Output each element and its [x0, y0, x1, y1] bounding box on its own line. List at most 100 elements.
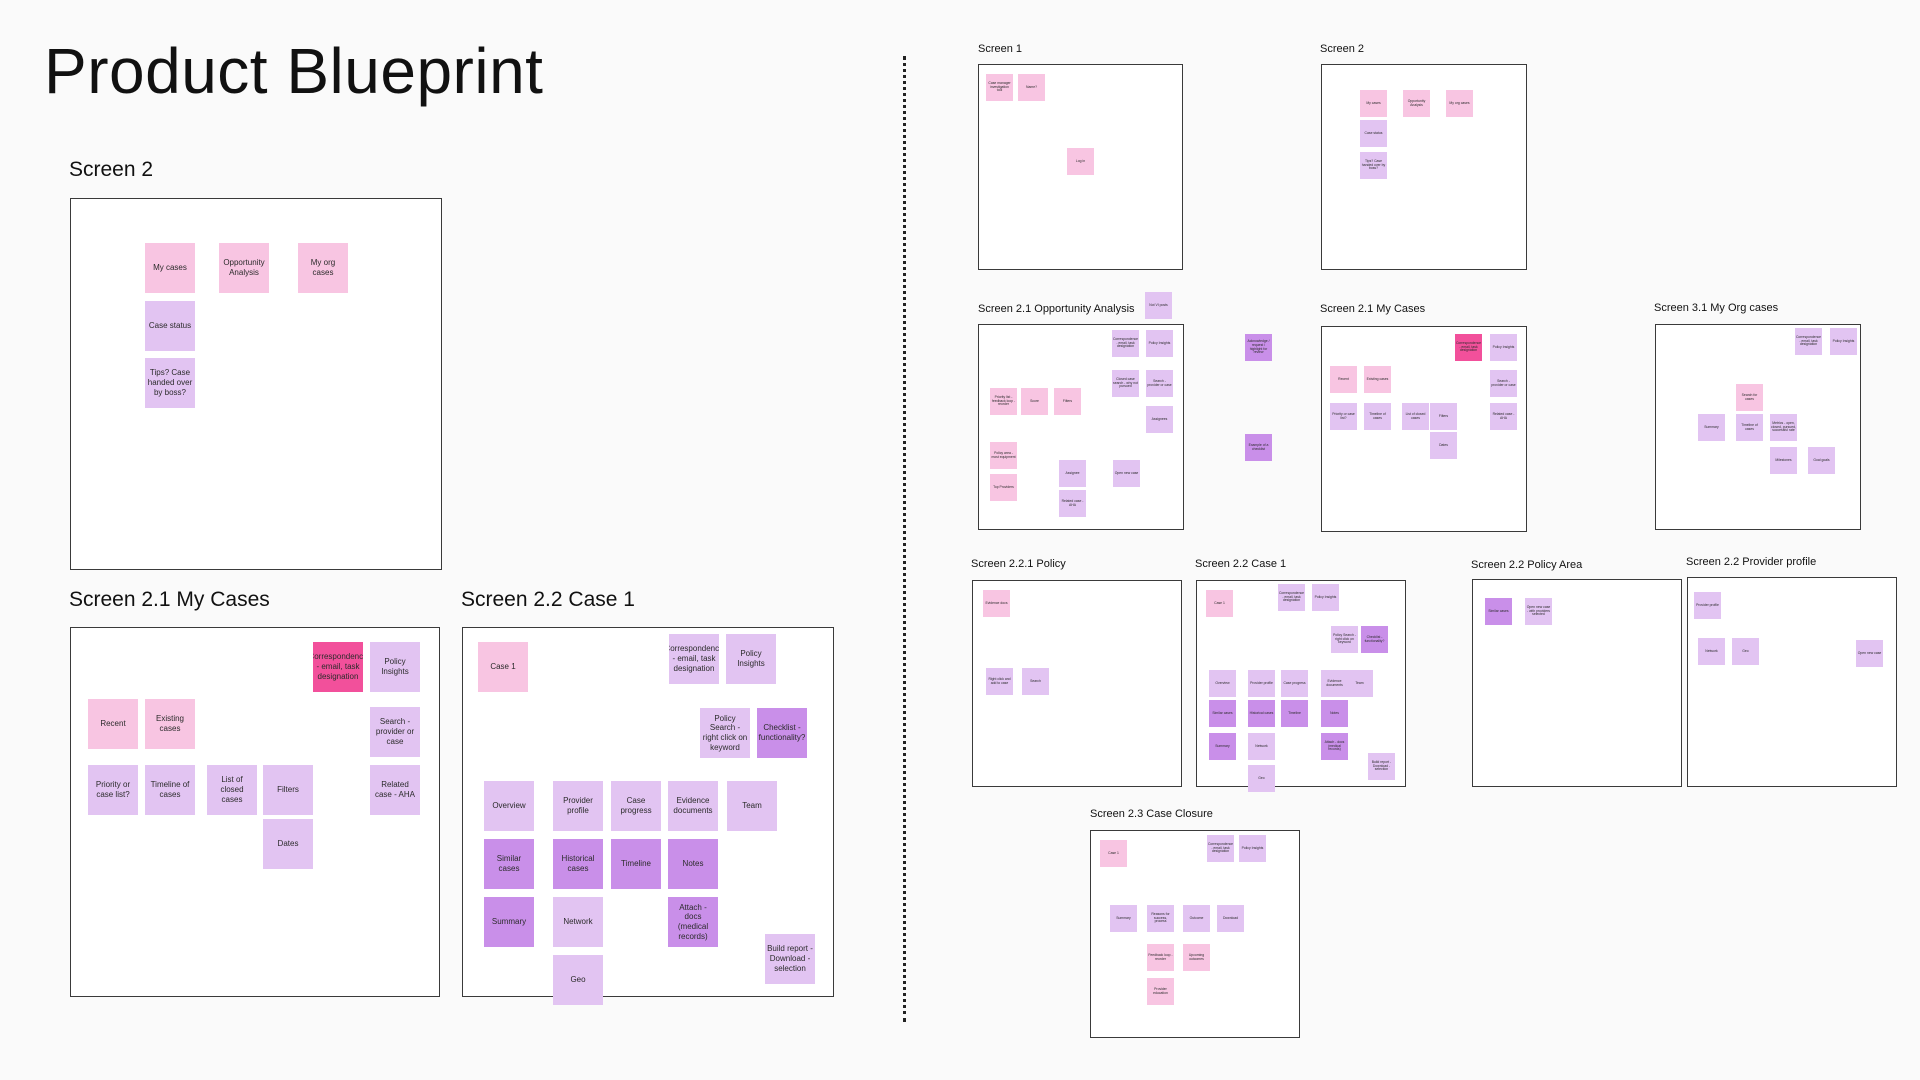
sticky-note-tips-case-handed-over-by-boss[interactable]: Tips? Case handed over by boss? [1360, 152, 1387, 179]
sticky-note-similar-cases[interactable]: Similar cases [484, 839, 534, 889]
sticky-note-correspondence-email-task-designation[interactable]: Correspondence - email, task designation [313, 642, 363, 692]
sticky-note-recent[interactable]: Recent [88, 699, 138, 749]
sticky-note-upcoming-outcomes[interactable]: Upcoming outcomes [1183, 944, 1210, 971]
sticky-note-download[interactable]: Download [1217, 905, 1244, 932]
sticky-note-case-progress[interactable]: Case progress [611, 781, 661, 831]
board-frame-screen-2-2-provider-profile[interactable] [1687, 577, 1897, 787]
sticky-note-network[interactable]: Network [553, 897, 603, 947]
sticky-note-correspondence-email-task-designation[interactable]: Correspondence - email, task designation [1112, 330, 1139, 357]
sticky-note-summary[interactable]: Summary [1209, 733, 1236, 760]
sticky-note-open-new-case-with-providers-selected[interactable]: Open new case - with providers selected [1525, 598, 1552, 625]
sticky-note-similar-cases[interactable]: Similar cases [1209, 700, 1236, 727]
sticky-note-search-provider-or-case[interactable]: Search - provider or case [1146, 370, 1173, 397]
sticky-note-list-of-closed-cases[interactable]: List of closed cases [1402, 403, 1429, 430]
sticky-note-recent[interactable]: Recent [1330, 366, 1357, 393]
sticky-note-filters[interactable]: Filters [1430, 403, 1457, 430]
sticky-note-case-status[interactable]: Case status [1360, 120, 1387, 147]
sticky-note-summary[interactable]: Summary [1698, 414, 1725, 441]
sticky-note-correspondence-email-task-designation[interactable]: Correspondence - email, task designation [1278, 584, 1305, 611]
sticky-note-correspondence-email-task-designation[interactable]: Correspondence - email, task designation [1207, 835, 1234, 862]
sticky-note-not-vi-posts[interactable]: Not VI posts [1145, 292, 1172, 319]
sticky-note-case-status[interactable]: Case status [145, 301, 195, 351]
sticky-note-metrics-open-closed-pursued-successful-rate[interactable]: Metrics - open, closed, pursued, success… [1770, 414, 1797, 441]
sticky-note-build-report-download-selection[interactable]: Build report - Download - selection [1368, 753, 1395, 780]
sticky-note-priority-or-case-list[interactable]: Priority or case list? [88, 765, 138, 815]
sticky-note-related-case-aha[interactable]: Related case - AHA [1059, 490, 1086, 517]
sticky-note-provider-profile[interactable]: Provider profile [1248, 670, 1275, 697]
sticky-note-acknowledge-request-highlight-for-review[interactable]: Acknowledge / request / highlight for re… [1245, 334, 1272, 361]
sticky-note-evidence-docs[interactable]: Evidence docs [983, 590, 1010, 617]
sticky-note-closed-case-search-why-not-pursued[interactable]: Closed case search - why not pursued [1112, 370, 1139, 397]
sticky-note-overview[interactable]: Overview [484, 781, 534, 831]
sticky-note-example-of-a-checklist[interactable]: Example of a checklist [1245, 434, 1272, 461]
sticky-note-name[interactable]: Name? [1018, 74, 1045, 101]
sticky-note-policy-search-right-click-on-keyword[interactable]: Policy Search - right click on keyword [1331, 626, 1358, 653]
sticky-note-priority-list-feedback-loop-reorder[interactable]: Priority list - feedback loop - reorder [990, 388, 1017, 415]
sticky-note-existing-cases[interactable]: Existing cases [145, 699, 195, 749]
sticky-note-case-1[interactable]: Case 1 [1206, 590, 1233, 617]
sticky-note-priority-or-case-list[interactable]: Priority or case list? [1330, 403, 1357, 430]
sticky-note-case-progress[interactable]: Case progress [1281, 670, 1308, 697]
sticky-note-correspondence-email-task-designation[interactable]: Correspondence - email, task designation [669, 634, 719, 684]
sticky-note-policy-insights[interactable]: Policy Insights [1490, 334, 1517, 361]
sticky-note-assignee[interactable]: Assignee [1059, 460, 1086, 487]
sticky-note-checklist-functionality[interactable]: Checklist - functionality? [757, 708, 807, 758]
sticky-note-tips-case-handed-over-by-boss[interactable]: Tips? Case handed over by boss? [145, 358, 195, 408]
sticky-note-search-provider-or-case[interactable]: Search - provider or case [1490, 370, 1517, 397]
sticky-note-assignees[interactable]: Assignees [1146, 406, 1173, 433]
sticky-note-feedback-loop-reorder[interactable]: Feedback loop - reorder [1147, 944, 1174, 971]
sticky-note-summary[interactable]: Summary [1110, 905, 1137, 932]
sticky-note-my-org-cases[interactable]: My org cases [298, 243, 348, 293]
sticky-note-case-1[interactable]: Case 1 [478, 642, 528, 692]
sticky-note-network[interactable]: Network [1698, 638, 1725, 665]
sticky-note-evidence-documents[interactable]: Evidence documents [668, 781, 718, 831]
sticky-note-opportunity-analysis[interactable]: Opportunity Analysis [219, 243, 269, 293]
sticky-note-correspondence-email-task-designation[interactable]: Correspondence - email, task designation [1455, 334, 1482, 361]
sticky-note-team[interactable]: Team [1346, 670, 1373, 697]
sticky-note-overview[interactable]: Overview [1209, 670, 1236, 697]
sticky-note-my-cases[interactable]: My cases [1360, 90, 1387, 117]
sticky-note-search-provider-or-case[interactable]: Search - provider or case [370, 707, 420, 757]
sticky-note-case-1[interactable]: Case 1 [1100, 840, 1127, 867]
sticky-note-dates[interactable]: Dates [1430, 432, 1457, 459]
sticky-note-team[interactable]: Team [727, 781, 777, 831]
sticky-note-dates[interactable]: Dates [263, 819, 313, 869]
sticky-note-geo[interactable]: Geo [1248, 765, 1275, 792]
sticky-note-outcome[interactable]: Outcome [1183, 905, 1210, 932]
sticky-note-timeline[interactable]: Timeline [1281, 700, 1308, 727]
sticky-note-geo[interactable]: Geo [553, 955, 603, 1005]
sticky-note-reasons-for-success-process[interactable]: Reasons for success, process [1147, 905, 1174, 932]
sticky-note-related-case-aha[interactable]: Related case - AHA [1490, 403, 1517, 430]
sticky-note-policy-insights[interactable]: Policy Insights [726, 634, 776, 684]
sticky-note-right-click-and-add-to-case[interactable]: Right click and add to case [986, 668, 1013, 695]
sticky-note-timeline[interactable]: Timeline [611, 839, 661, 889]
sticky-note-policy-insights[interactable]: Policy Insights [370, 642, 420, 692]
sticky-note-existing-cases[interactable]: Existing cases [1364, 366, 1391, 393]
sticky-note-policy-insights[interactable]: Policy Insights [1830, 328, 1857, 355]
sticky-note-policy-area-most-equipment[interactable]: Policy area - most equipment [990, 442, 1017, 469]
sticky-note-network[interactable]: Network [1248, 733, 1275, 760]
sticky-note-filters[interactable]: Filters [263, 765, 313, 815]
sticky-note-attach-docs-medical-records[interactable]: Attach - docs (medical records) [1321, 733, 1348, 760]
sticky-note-historical-cases[interactable]: Historical cases [553, 839, 603, 889]
sticky-note-notes[interactable]: Notes [1321, 700, 1348, 727]
sticky-note-open-new-case[interactable]: Open new case [1113, 460, 1140, 487]
sticky-note-provider-profile[interactable]: Provider profile [1694, 592, 1721, 619]
sticky-note-search-for-cases[interactable]: Search for cases [1736, 384, 1763, 411]
sticky-note-related-case-aha[interactable]: Related case - AHA [370, 765, 420, 815]
sticky-note-case-manager-investigation-tool[interactable]: Case manager investigation tool [986, 74, 1013, 101]
sticky-note-goal-goals[interactable]: Goal goals [1808, 447, 1835, 474]
sticky-note-open-new-case[interactable]: Open new case [1856, 640, 1883, 667]
sticky-note-attach-docs-medical-records[interactable]: Attach - docs (medical records) [668, 897, 718, 947]
sticky-note-milestones[interactable]: Milestones [1770, 447, 1797, 474]
sticky-note-list-of-closed-cases[interactable]: List of closed cases [207, 765, 257, 815]
sticky-note-policy-insights[interactable]: Policy Insights [1146, 330, 1173, 357]
sticky-note-opportunity-analysis[interactable]: Opportunity Analysis [1403, 90, 1430, 117]
sticky-note-filters[interactable]: Filters [1054, 388, 1081, 415]
sticky-note-log-in[interactable]: Log in [1067, 148, 1094, 175]
sticky-note-search[interactable]: Search [1022, 668, 1049, 695]
sticky-note-build-report-download-selection[interactable]: Build report - Download - selection [765, 934, 815, 984]
sticky-note-historical-cases[interactable]: Historical cases [1248, 700, 1275, 727]
sticky-note-provider-education[interactable]: Provider education [1147, 978, 1174, 1005]
